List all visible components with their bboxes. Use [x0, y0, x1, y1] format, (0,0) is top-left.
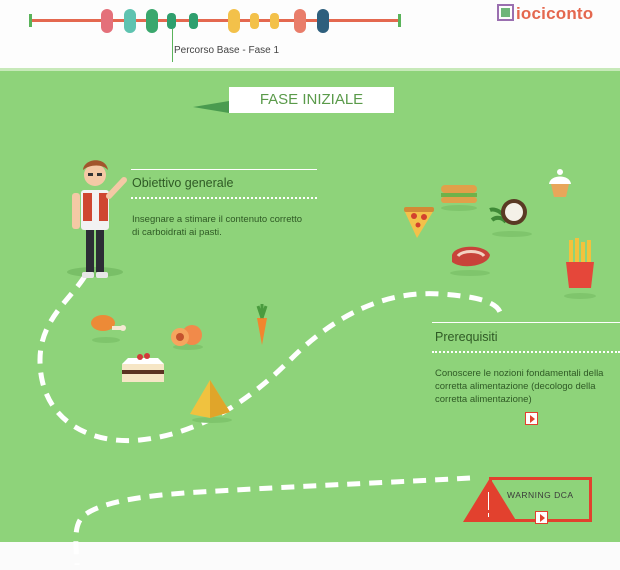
dashed-path — [37, 274, 503, 444]
progress-track — [30, 19, 400, 22]
warning-label: WARNING DCA — [507, 490, 574, 500]
polenta-icon — [190, 380, 232, 423]
step-2[interactable] — [124, 9, 136, 33]
carrot-icon — [256, 304, 268, 345]
objective-rule-top — [131, 169, 317, 170]
logo: iociconto — [497, 4, 593, 24]
progress-end-cap — [398, 14, 401, 27]
phase-label: Percorso Base - Fase 1 — [174, 45, 280, 56]
cupcake-icon — [549, 169, 571, 197]
prerequisites-heading: Prerequisiti — [435, 330, 498, 344]
step-4[interactable] — [167, 13, 176, 29]
main-area — [0, 68, 620, 542]
character-icon — [67, 160, 127, 278]
sandwich-icon — [441, 185, 477, 211]
progress-start-cap — [29, 14, 32, 27]
coconut-icon — [489, 199, 532, 237]
logo-text: iociconto — [516, 4, 594, 23]
step-3[interactable] — [146, 9, 158, 33]
bottom-bar — [0, 542, 620, 570]
phase-title: FASE INIZIALE — [229, 87, 394, 113]
step-9[interactable] — [294, 9, 306, 33]
step-5[interactable] — [189, 13, 198, 29]
fries-icon — [564, 238, 596, 299]
pizza-slice-icon — [404, 207, 434, 238]
prerequisites-rule-dotted — [432, 351, 620, 353]
dashed-path-lower — [73, 475, 471, 566]
logo-mark-icon — [497, 4, 514, 21]
step-1[interactable] — [101, 9, 113, 33]
current-phase-marker — [172, 29, 173, 62]
prerequisites-text: Conoscere le nozioni fondamentali della … — [435, 368, 604, 405]
chicken-leg-icon — [91, 315, 126, 343]
phase-title-ribbon — [193, 101, 229, 113]
prerequisites-rule-top — [432, 322, 620, 323]
top-bar: Percorso Base - Fase 1 iociconto — [0, 0, 620, 68]
objective-text: Insegnare a stimare il contenuto corrett… — [132, 214, 303, 238]
step-7[interactable] — [250, 13, 259, 29]
warning-play-button[interactable] — [535, 511, 548, 524]
steak-icon — [450, 246, 490, 276]
cake-icon — [122, 353, 164, 382]
peach-icon — [171, 325, 203, 350]
step-8[interactable] — [270, 13, 279, 29]
objective-rule-dotted — [131, 197, 317, 199]
objective-heading: Obiettivo generale — [132, 176, 234, 190]
step-6[interactable] — [228, 9, 240, 33]
prerequisites-play-button[interactable] — [525, 412, 538, 425]
step-10[interactable] — [317, 9, 329, 33]
